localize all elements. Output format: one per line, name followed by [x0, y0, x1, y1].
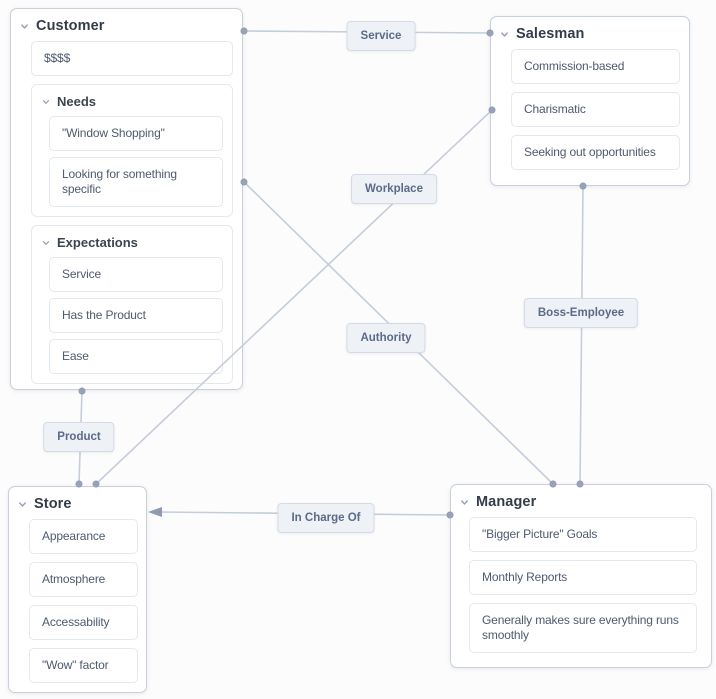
- edge-label-service[interactable]: Service: [346, 21, 416, 51]
- node-salesman[interactable]: Salesman Commission-based Charismatic Se…: [490, 16, 690, 186]
- group-expectations[interactable]: Expectations Service Has the Product Eas…: [31, 225, 233, 384]
- node-item[interactable]: "Wow" factor: [29, 648, 138, 683]
- node-item[interactable]: Ease: [49, 339, 223, 374]
- node-title: Customer: [36, 18, 105, 34]
- node-item[interactable]: Accessability: [29, 605, 138, 640]
- group-title: Needs: [57, 94, 97, 109]
- edge-label-authority[interactable]: Authority: [346, 323, 426, 353]
- node-manager[interactable]: Manager "Bigger Picture" Goals Monthly R…: [450, 484, 712, 668]
- node-item[interactable]: Atmosphere: [29, 562, 138, 597]
- node-item[interactable]: $$$$: [31, 41, 233, 76]
- node-item[interactable]: Seeking out opportunities: [511, 135, 680, 170]
- edge-boss-employee[interactable]: [576, 182, 587, 488]
- node-item[interactable]: "Bigger Picture" Goals: [469, 517, 697, 552]
- group-expectations-header: Expectations: [41, 234, 223, 251]
- node-customer[interactable]: Customer $$$$ Needs "Window Shopping" Lo…: [10, 8, 243, 390]
- group-needs-header: Needs: [41, 93, 223, 110]
- chevron-down-icon[interactable]: [499, 29, 510, 40]
- chevron-down-icon[interactable]: [41, 238, 51, 248]
- chevron-down-icon[interactable]: [19, 21, 30, 32]
- group-title: Expectations: [57, 235, 138, 250]
- node-store-header: Store: [9, 487, 146, 519]
- node-item[interactable]: Service: [49, 257, 223, 292]
- node-customer-header: Customer: [11, 9, 242, 41]
- edge-label-workplace[interactable]: Workplace: [351, 174, 437, 204]
- node-manager-header: Manager: [451, 485, 711, 517]
- chevron-down-icon[interactable]: [17, 499, 28, 510]
- edge-label-product[interactable]: Product: [43, 422, 115, 452]
- chevron-down-icon[interactable]: [41, 97, 51, 107]
- node-store[interactable]: Store Appearance Atmosphere Accessabilit…: [8, 486, 147, 693]
- node-item[interactable]: Monthly Reports: [469, 560, 697, 595]
- node-item[interactable]: "Window Shopping": [49, 116, 223, 151]
- node-title: Salesman: [516, 26, 585, 42]
- arrowhead-icon: [148, 507, 162, 517]
- node-item[interactable]: Charismatic: [511, 92, 680, 127]
- node-item[interactable]: Has the Product: [49, 298, 223, 333]
- node-item[interactable]: Generally makes sure everything runs smo…: [469, 603, 697, 653]
- edge-label-boss-employee[interactable]: Boss-Employee: [523, 298, 639, 328]
- node-item[interactable]: Looking for something specific: [49, 157, 223, 207]
- edge-label-in-charge-of[interactable]: In Charge Of: [277, 503, 375, 533]
- chevron-down-icon[interactable]: [459, 497, 470, 508]
- node-title: Manager: [476, 494, 537, 510]
- node-title: Store: [34, 496, 72, 512]
- node-item[interactable]: Commission-based: [511, 49, 680, 84]
- group-needs[interactable]: Needs "Window Shopping" Looking for some…: [31, 84, 233, 217]
- node-salesman-header: Salesman: [491, 17, 689, 49]
- node-item[interactable]: Appearance: [29, 519, 138, 554]
